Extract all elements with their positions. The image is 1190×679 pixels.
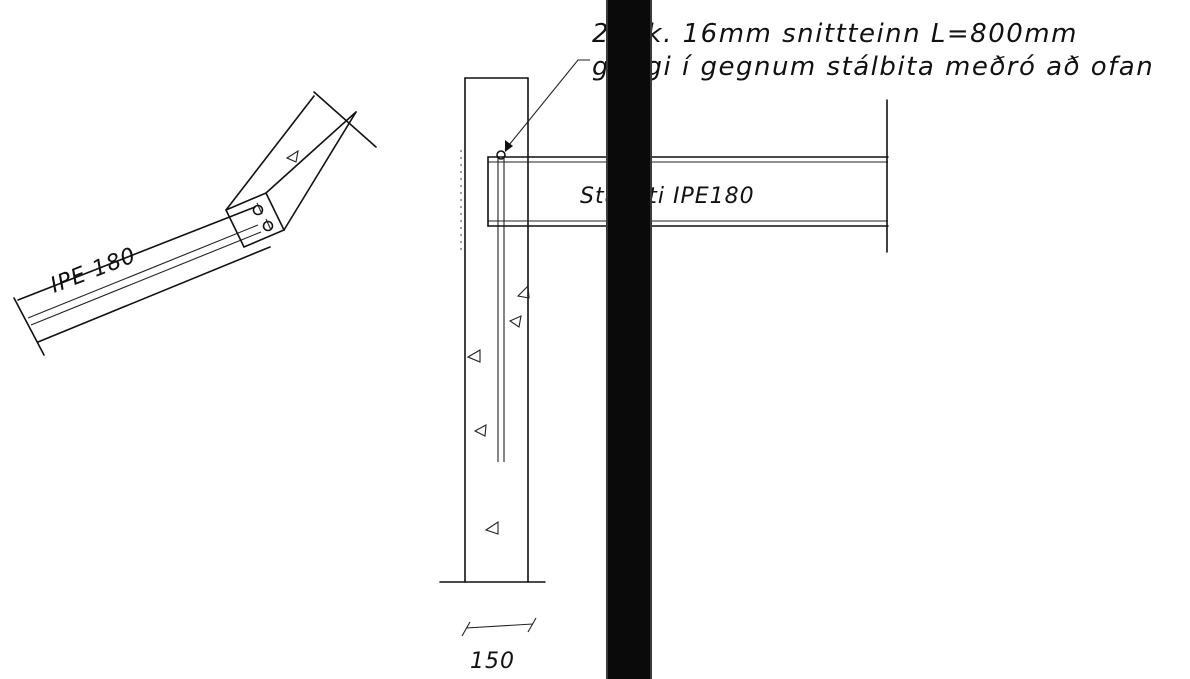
scan-artifact-edge [650,0,652,679]
inclined-rafter-detail: IPE 180 [13,91,377,356]
column-section [439,77,546,583]
concrete-mark-icon [484,520,499,535]
anchor-note: 2 stk. 16mm snittteinn L=800mm gengi í g… [592,19,1154,82]
dimension-label: 150 [470,649,515,674]
rod-end-icon [496,150,506,160]
concrete-mark-icon [473,424,487,437]
rafter-label: IPE 180 [47,243,140,298]
arrowhead-icon [505,140,513,152]
column-width-dimension: 150 [461,617,537,674]
bolt-icon [262,220,274,232]
scan-artifact-bar [607,0,651,679]
note-line-2: gengi í gegnum stálbita meðró að ofan [592,52,1154,82]
note-line-1: 2 stk. 16mm snittteinn L=800mm [592,19,1078,49]
steel-beam-elevation: Stálbiti IPE180 [487,99,889,253]
concrete-mark-icon [508,315,522,328]
concrete-mark-icon [516,284,530,299]
note-leader [504,59,590,152]
concrete-mark-icon [285,149,299,163]
concrete-mark-icon [466,349,481,363]
scan-artifact-edge [606,0,608,679]
